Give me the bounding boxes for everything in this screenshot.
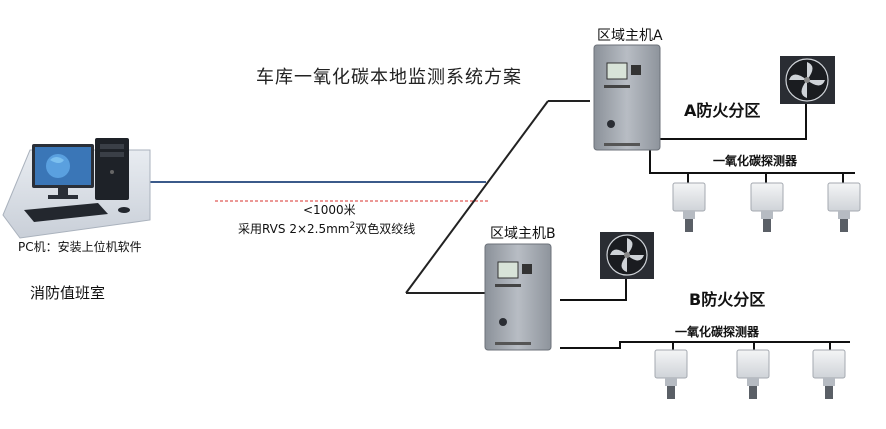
fan-icon-a [780,56,835,104]
cable-spec-suffix: 双色双绞线 [355,222,416,236]
host-a-fan-wire [640,104,807,140]
room-caption: 消防值班室 [30,284,106,302]
fan-icon-b [600,232,654,279]
cable-spec: 采用RVS 2×2.5mm2双色双绞线 [238,219,415,237]
computer-icon [2,138,151,239]
cable-spec-sup: 2 [349,221,356,231]
zone-a-label: A防火分区 [684,101,761,120]
backbone-line [405,100,549,294]
pc-caption: PC机：安装上位机软件 [18,240,142,254]
host-b-label: 区域主机B [490,226,556,242]
zone-b-label: B防火分区 [689,290,766,309]
sensor-icon [812,349,846,399]
sensor-icon [750,182,784,232]
sensor-icon [827,182,861,232]
sensors-b-label: 一氧化碳探测器 [675,325,760,339]
diagram-title: 车库一氧化碳本地监测系统方案 [256,67,522,88]
host-b-sensor-bus [560,341,850,349]
sensor-icon [654,349,688,399]
host-b-controller [484,243,552,351]
host-a-controller [593,44,661,151]
sensors-a-label: 一氧化碳探测器 [713,154,798,168]
host-a-sensor-bus [649,140,855,174]
sensor-icon [736,349,770,399]
host-b-fan-wire [560,276,627,301]
sensor-icon [672,182,706,232]
cable-distance: <1000米 [303,203,356,217]
host-a-label: 区域主机A [597,28,663,44]
cable-spec-prefix: 采用RVS 2×2.5mm [238,222,350,236]
